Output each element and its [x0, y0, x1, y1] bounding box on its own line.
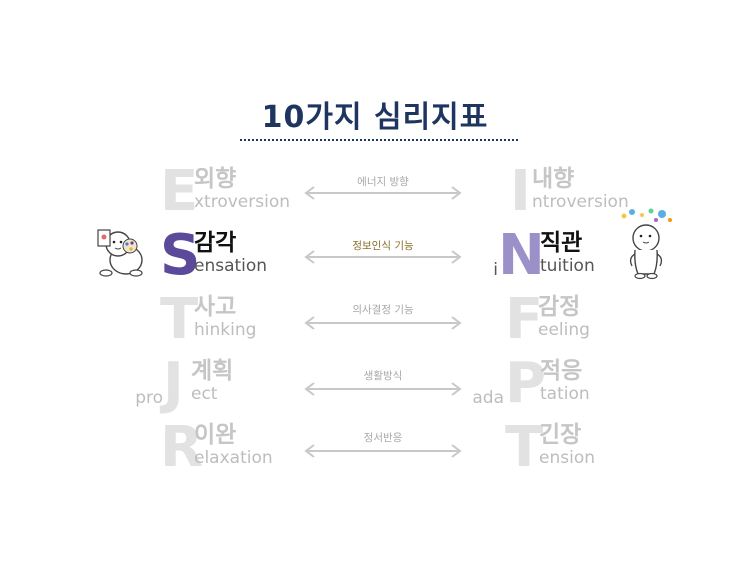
trait-korean: 내향: [532, 166, 574, 192]
pair-judgement: T 사고 hinking 의사결정 기능 F 감정 eeling: [0, 292, 750, 354]
trait-english: xtroversion: [194, 192, 290, 212]
trait-prefix: ada: [468, 388, 504, 408]
trait-korean: 계획: [191, 358, 233, 384]
double-arrow-icon: [300, 316, 466, 330]
trait-english: hinking: [194, 320, 256, 340]
trait-english: ntroversion: [532, 192, 629, 212]
trait-korean: 감각: [194, 230, 236, 256]
trait-english: ension: [539, 448, 595, 468]
trait-korean: 이완: [194, 422, 236, 448]
axis-label: 정서반응: [303, 430, 463, 445]
trait-english: ect: [191, 384, 217, 404]
trait-letter: T: [160, 292, 198, 348]
title-underline: [240, 139, 518, 141]
trait-korean: 적응: [540, 358, 582, 384]
double-arrow-icon: [300, 250, 466, 264]
axis-label: 생활방식: [303, 368, 463, 383]
thinking-character-icon: [618, 208, 678, 280]
trait-letter: T: [505, 420, 543, 476]
trait-korean: 긴장: [539, 422, 581, 448]
painter-character-icon: [96, 222, 156, 278]
double-arrow-icon: [300, 186, 466, 200]
trait-english: elaxation: [194, 448, 273, 468]
trait-prefix: pro: [135, 388, 163, 408]
trait-english: ensation: [194, 256, 267, 276]
trait-english: eeling: [538, 320, 590, 340]
trait-english: tation: [540, 384, 590, 404]
pair-emotion: R 이완 elaxation 정서반응 T 긴장 ension: [0, 420, 750, 482]
pair-lifestyle: pro J 계획 ect 생활방식 ada P 적응 tation: [0, 356, 750, 418]
trait-prefix: i: [486, 260, 498, 280]
trait-korean: 감정: [538, 294, 580, 320]
trait-letter: N: [498, 228, 545, 284]
trait-korean: 직관: [540, 230, 582, 256]
trait-letter: E: [160, 164, 198, 220]
page-title: 10가지 심리지표: [0, 92, 750, 136]
trait-letter: J: [163, 356, 184, 412]
trait-korean: 외향: [194, 166, 236, 192]
trait-letter: I: [510, 164, 531, 220]
double-arrow-icon: [300, 382, 466, 396]
double-arrow-icon: [300, 444, 466, 458]
trait-english: tuition: [540, 256, 595, 276]
trait-korean: 사고: [194, 294, 236, 320]
axis-label: 의사결정 기능: [303, 302, 463, 317]
